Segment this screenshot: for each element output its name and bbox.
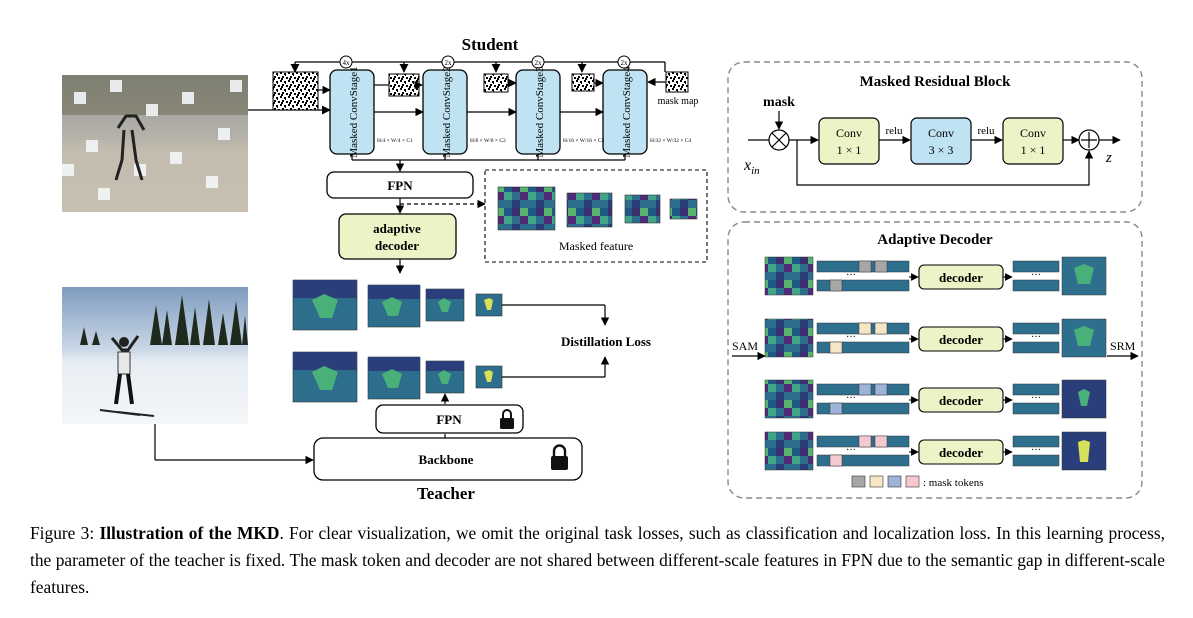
teacher-fpn: FPN (375, 404, 524, 434)
decoder-row-1: ··· decoder ··· (764, 256, 1107, 296)
distillation-loss-label: Distillation Loss (561, 334, 651, 349)
svg-text:FPN: FPN (436, 412, 462, 427)
student-fpn: FPN (326, 171, 474, 199)
mask-map-label: mask map (658, 96, 699, 107)
mkd-figure: Student (62, 35, 1143, 503)
svg-text:: mask tokens: : mask tokens (923, 477, 984, 489)
lock-icon (551, 444, 568, 470)
svg-text:···: ··· (846, 270, 856, 281)
svg-text:decoder: decoder (939, 445, 983, 460)
svg-text:Masked ConvStage1: Masked ConvStage1 (348, 66, 360, 157)
svg-text:Masked Residual Block: Masked Residual Block (860, 74, 1012, 90)
svg-text:2x: 2x (535, 59, 543, 67)
svg-text:4x: 4x (343, 59, 351, 67)
svg-text:···: ··· (1031, 445, 1041, 456)
svg-text:Masked feature: Masked feature (559, 239, 633, 253)
svg-text:Backbone: Backbone (419, 452, 474, 467)
student-title: Student (462, 35, 519, 54)
svg-text:Masked ConvStage2: Masked ConvStage2 (441, 66, 453, 157)
teacher-backbone: Backbone (313, 437, 583, 481)
masked-feature-box: Masked feature (484, 169, 708, 263)
svg-text:2x: 2x (621, 59, 629, 67)
stage-3: Masked ConvStage3 (515, 66, 561, 158)
teacher-title: Teacher (417, 484, 475, 503)
upsample-4x: 4x (339, 55, 353, 69)
dim-3: H/16 × W/16 × C3 (563, 138, 604, 144)
upsample-2x-1: 2x (441, 55, 455, 69)
mask-map-4 (571, 73, 595, 92)
svg-text:1 × 1: 1 × 1 (837, 143, 862, 157)
svg-text:1 × 1: 1 × 1 (1021, 143, 1046, 157)
caption-text: . For clear visualization, we omit the o… (30, 523, 1165, 597)
upsample-2x-2: 2x (531, 55, 545, 69)
stage-2: Masked ConvStage2 (422, 66, 468, 158)
svg-text:···: ··· (846, 445, 856, 456)
masked-residual-block-panel: Masked Residual Block mask xin Conv 1 × … (727, 61, 1143, 213)
svg-text:z: z (1105, 150, 1112, 166)
figure-caption: Figure 3: Illustration of the MKD. For c… (30, 520, 1165, 601)
decoder-row-2: ··· decoder ··· (764, 318, 1107, 358)
mask-map-3 (483, 73, 509, 93)
svg-text:decoder: decoder (939, 393, 983, 408)
decoder-row-4: ··· decoder ··· (764, 431, 1107, 471)
svg-text:Conv: Conv (928, 126, 954, 140)
masked-input-image (62, 75, 248, 212)
svg-text:adaptive: adaptive (373, 221, 421, 236)
svg-text:SRM: SRM (1110, 339, 1136, 353)
svg-text:Conv: Conv (1020, 126, 1046, 140)
mask-token-legend: : mask tokens (851, 475, 984, 489)
mask-map-2 (388, 73, 420, 97)
svg-text:mask: mask (763, 95, 795, 110)
svg-text:···: ··· (1031, 332, 1041, 343)
student-features (292, 279, 503, 331)
svg-text:relu: relu (977, 125, 995, 137)
teacher-features (292, 351, 503, 403)
teacher-input-image (62, 287, 248, 424)
adaptive-decoder-panel: Adaptive Decoder SAM SRM ··· decoder ··· (727, 221, 1143, 499)
svg-text:Conv: Conv (836, 126, 862, 140)
mask-map-5 (665, 71, 689, 93)
dim-2: H/8 × W/8 × C2 (470, 138, 506, 144)
svg-text:···: ··· (1031, 393, 1041, 404)
upsample-2x-3: 2x (617, 55, 631, 69)
decoder-row-3: ··· decoder ··· (764, 379, 1107, 419)
svg-text:···: ··· (1031, 270, 1041, 281)
svg-text:xin: xin (743, 157, 760, 177)
dim-4: H/32 × W/32 × C4 (650, 138, 691, 144)
svg-text:Masked ConvStage4: Masked ConvStage4 (621, 66, 633, 158)
stage-1: Masked ConvStage1 (329, 66, 375, 158)
svg-text:3 × 3: 3 × 3 (929, 143, 954, 157)
svg-text:···: ··· (846, 393, 856, 404)
svg-text:decoder: decoder (375, 238, 419, 253)
mask-map-1 (272, 71, 319, 111)
svg-text:Masked ConvStage3: Masked ConvStage3 (534, 66, 546, 158)
dim-1: H/4 × W/4 × C1 (377, 138, 413, 144)
caption-bold-title: Illustration of the MKD (99, 523, 280, 543)
svg-text:Adaptive Decoder: Adaptive Decoder (877, 232, 993, 248)
figure-label: Figure 3: (30, 523, 95, 543)
lock-icon (500, 409, 514, 429)
svg-text:SAM: SAM (732, 339, 758, 353)
svg-text:relu: relu (885, 125, 903, 137)
svg-text:decoder: decoder (939, 332, 983, 347)
svg-text:2x: 2x (445, 59, 453, 67)
svg-text:decoder: decoder (939, 270, 983, 285)
student-adaptive-decoder: adaptive decoder (338, 213, 457, 260)
svg-text:···: ··· (846, 332, 856, 343)
svg-text:FPN: FPN (387, 178, 413, 193)
stage-4: Masked ConvStage4 (602, 66, 648, 158)
